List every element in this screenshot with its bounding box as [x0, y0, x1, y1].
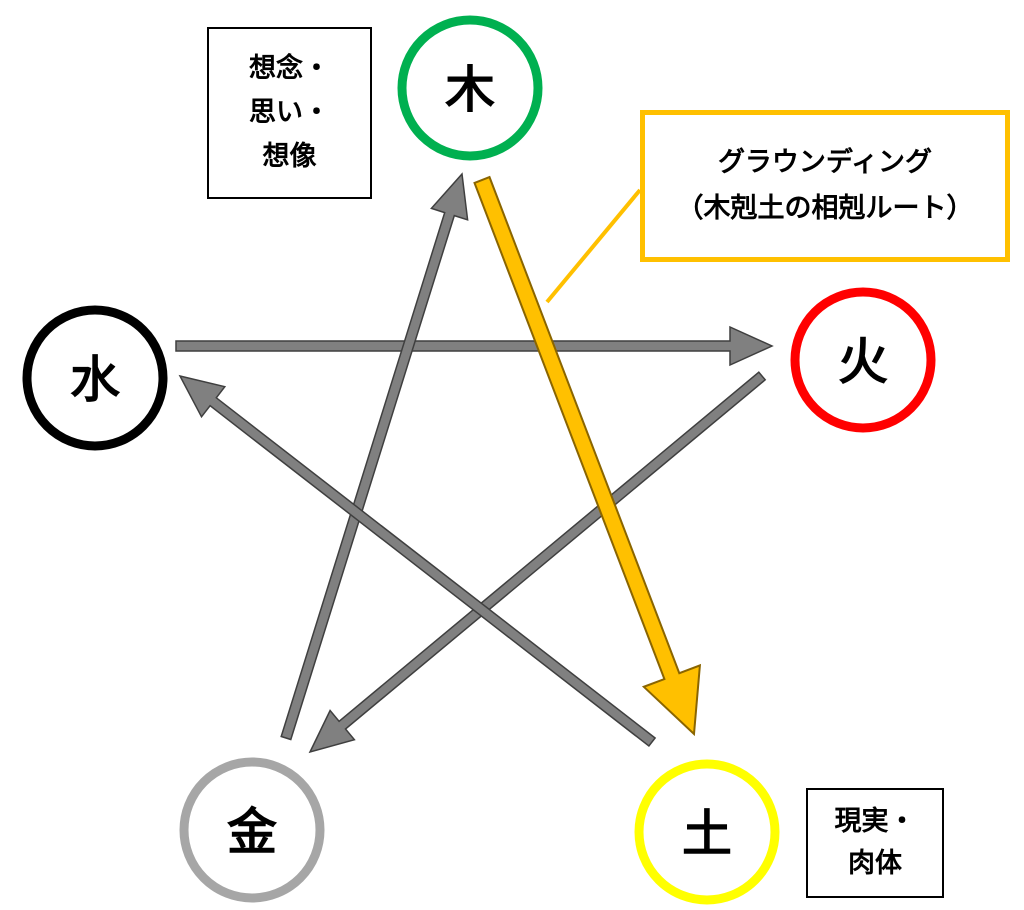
nodes-layer: 木火土 金 水 [22, 15, 936, 905]
arrows-layer [175, 172, 774, 754]
wood-note-line: 想像 [262, 141, 317, 172]
callout-subtitle: （木剋土の相剋ルート） [676, 193, 974, 224]
arrow-water-to-fire [175, 325, 774, 367]
node-fire-label: 火 [838, 333, 888, 391]
arrow-wood-to-earth [473, 175, 702, 737]
node-fire-circle [790, 287, 936, 433]
callout-leader-line [545, 188, 642, 304]
node-earth-label: 土 [682, 805, 732, 863]
earth-note-line: 肉体 [848, 848, 902, 879]
node-water-circle [22, 305, 168, 451]
node-metal-circle [179, 757, 325, 903]
wood-note-box: 想念・ 思い・ 想像 [207, 27, 372, 199]
callout-title: グラウンディング [717, 147, 933, 178]
node-water-label: 水 [70, 351, 121, 409]
node-metal-label: 金 [227, 803, 278, 861]
wood-note-line: 思い・ [249, 97, 330, 128]
earth-note-line: 現実・ [834, 806, 916, 837]
wood-note-line: 想念・ [249, 53, 330, 84]
arrow-metal-to-wood [280, 172, 469, 741]
node-wood-circle [397, 15, 543, 161]
arrow-fire-to-metal [308, 371, 767, 754]
node-earth-circle [634, 759, 780, 905]
grounding-callout-box: グラウンディング （木剋土の相剋ルート） [640, 110, 1010, 262]
arrow-earth-to-water [178, 374, 657, 748]
earth-note-box: 現実・ 肉体 [806, 788, 944, 898]
node-wood-label: 木 [445, 61, 495, 119]
